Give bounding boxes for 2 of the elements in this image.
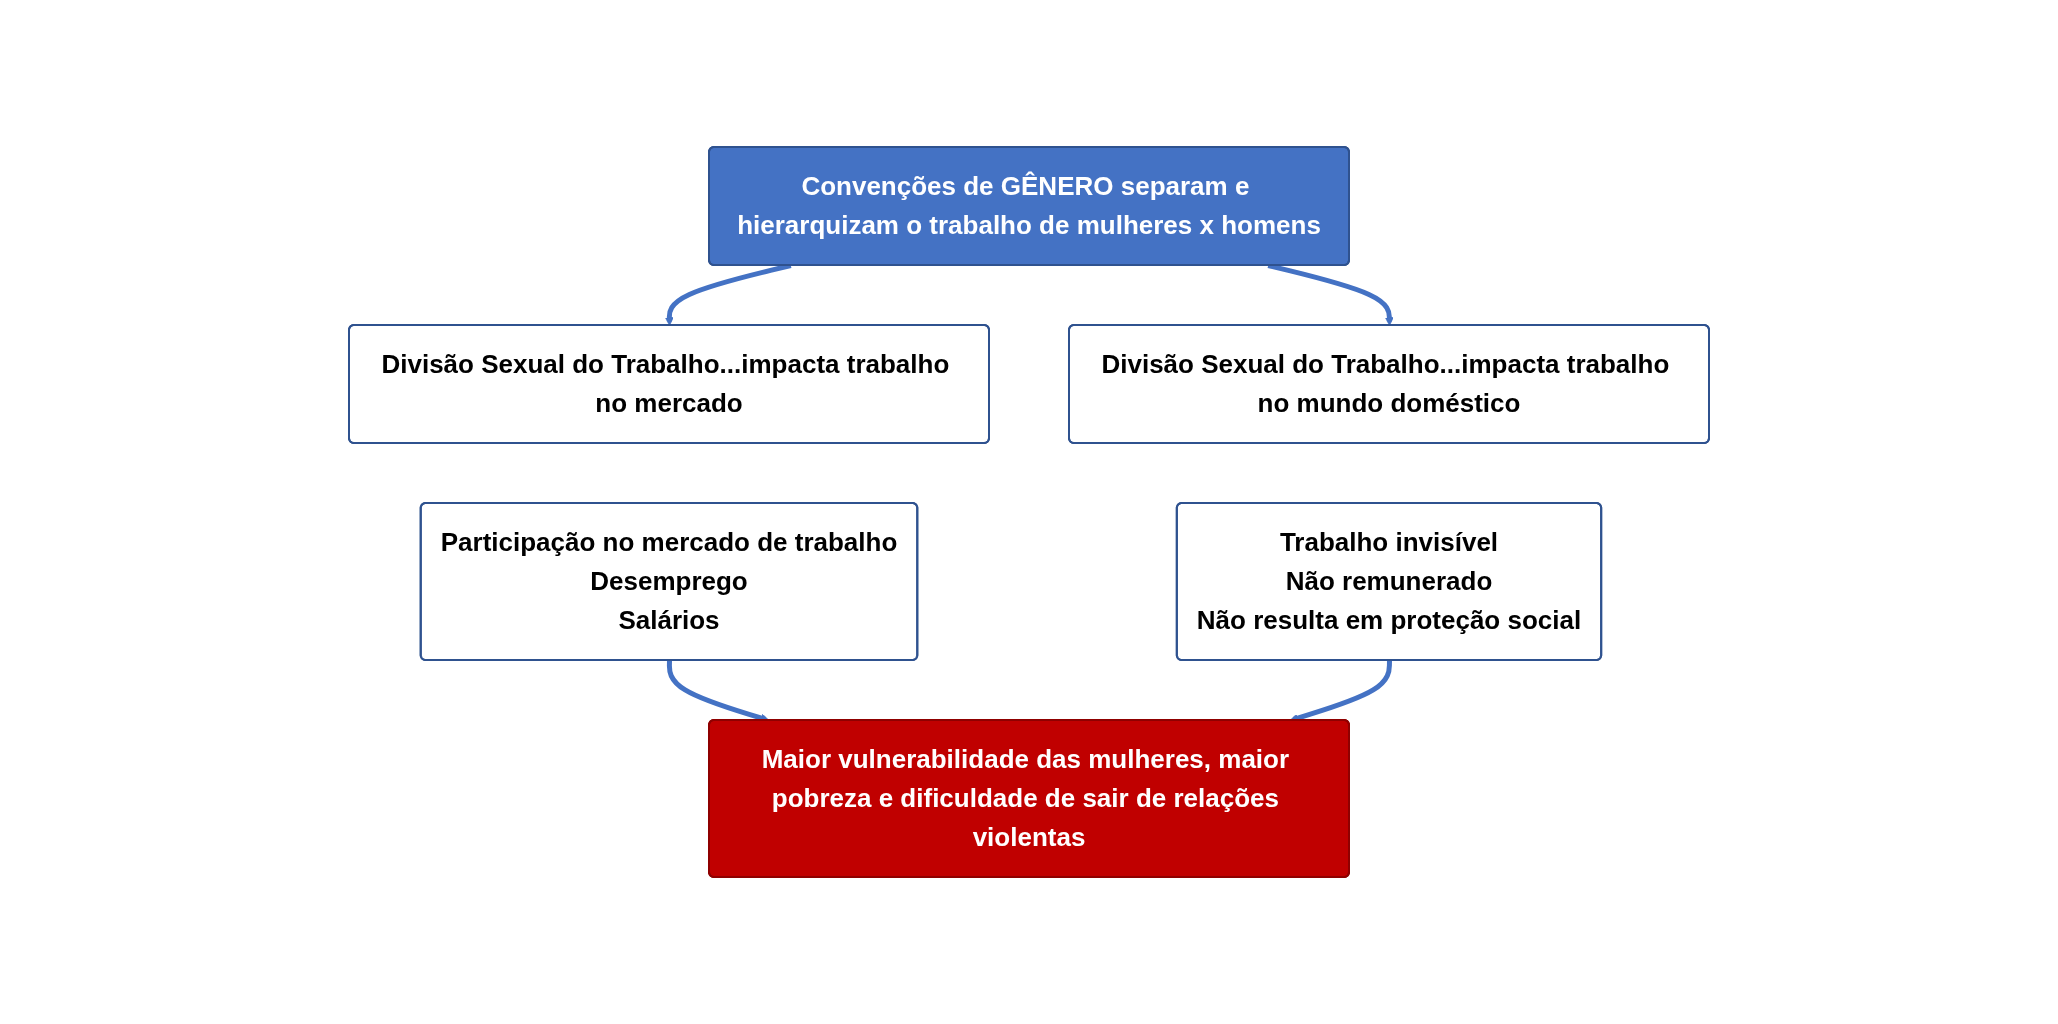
node-text: Divisão Sexual do Trabalho...impacta trabalho no mercado [381, 349, 950, 418]
node-text: Divisão Sexual do Trabalho...impacta trabalho no mundo doméstico [1101, 349, 1670, 418]
